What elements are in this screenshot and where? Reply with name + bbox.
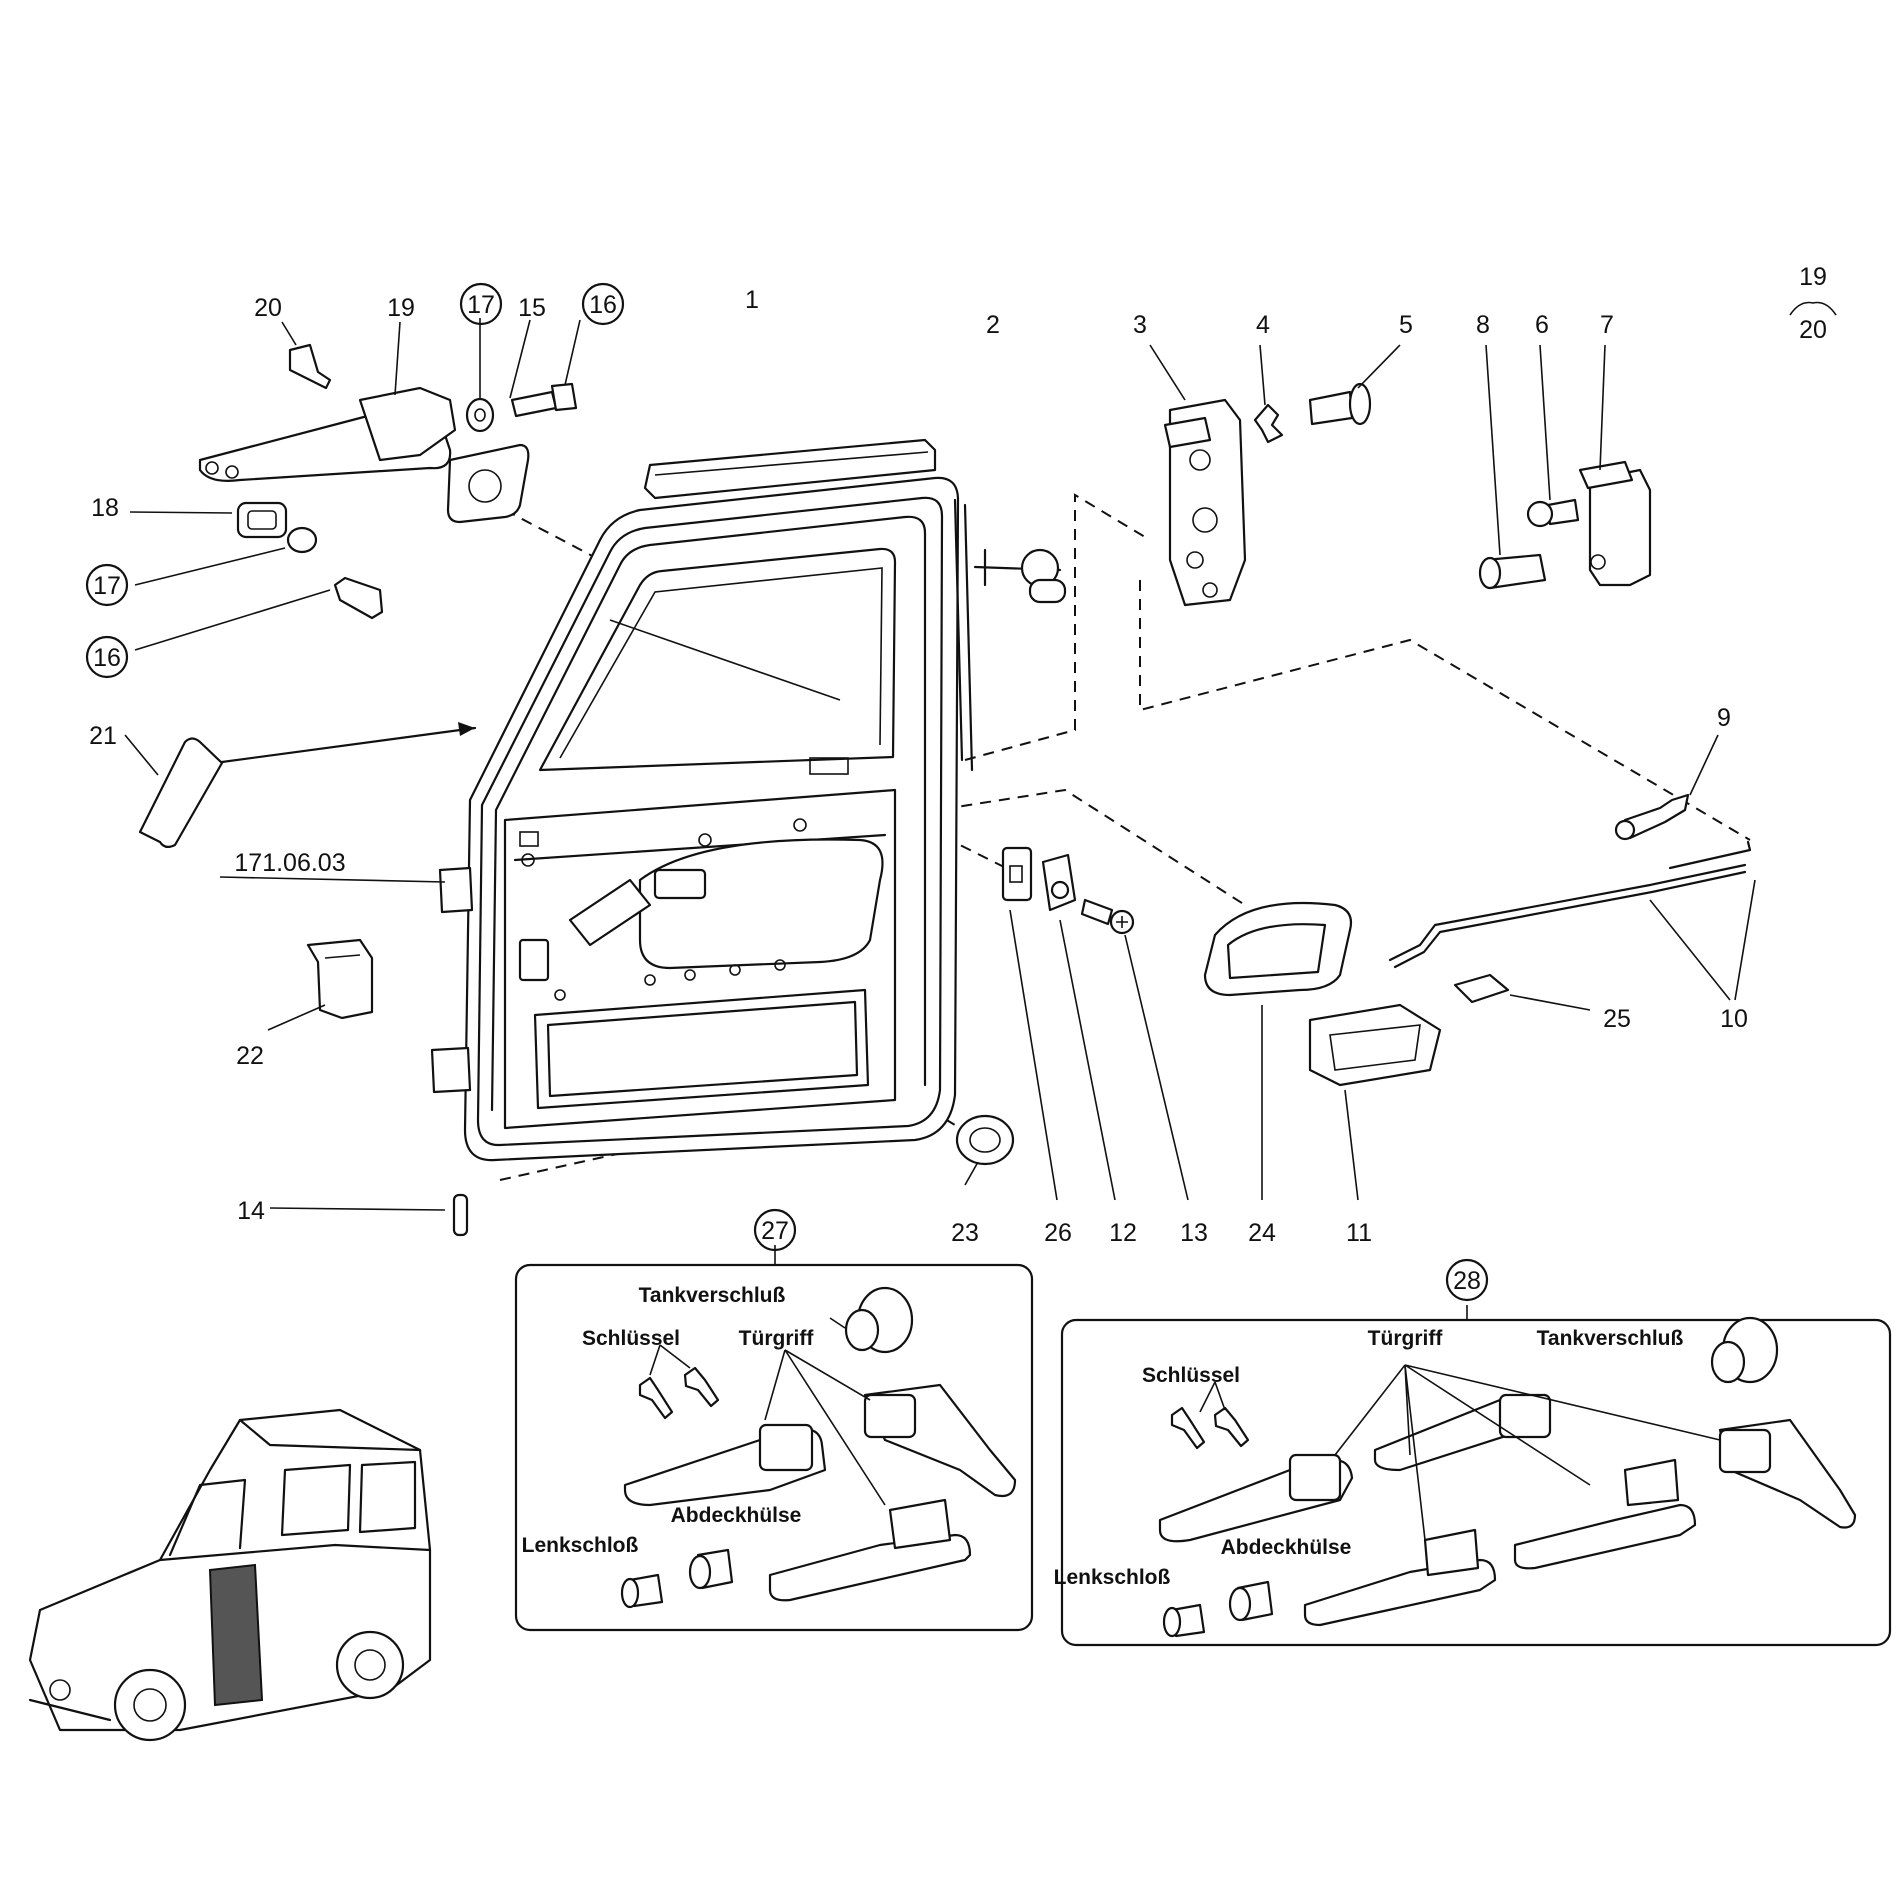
- misc-parts: [124, 722, 1015, 1237]
- door-moulding: [138, 737, 224, 849]
- callout-17-left: 17: [93, 572, 121, 600]
- front-door-highlight: [208, 1563, 264, 1707]
- outer-handle-group: [129, 318, 581, 651]
- handle-gasket: [446, 443, 530, 524]
- cover-plate: [1001, 846, 1033, 902]
- washer-icon: [465, 397, 495, 433]
- kit-labels: Tankverschluß Schlüssel Türgriff Lenksch…: [522, 1284, 1684, 1589]
- callout-16-top: 16: [589, 291, 617, 319]
- key-icon: [1213, 1406, 1250, 1448]
- kit27-key-label: Schlüssel: [582, 1327, 680, 1350]
- door-handle-icon: [768, 1533, 972, 1602]
- rod-clip: [1453, 973, 1510, 1004]
- callout-20: 20: [254, 294, 282, 322]
- callout-16-left: 16: [93, 644, 121, 672]
- kit-27-box: [514, 1245, 1034, 1632]
- callout-13: 13: [1180, 1219, 1208, 1247]
- callout-15: 15: [518, 294, 546, 322]
- lock-washer-icon: [1253, 403, 1284, 444]
- callout-24: 24: [1248, 1219, 1276, 1247]
- callout-labels: 1 2 3 4 5 6 7 8 9 10 11 12 13 14 15 16 1…: [89, 263, 1827, 1295]
- callout-19: 19: [387, 294, 415, 322]
- door-assembly: [430, 438, 1067, 1162]
- callout-17-top: 17: [467, 291, 495, 319]
- callout-ref-door: 171.06.03: [234, 849, 345, 877]
- callout-alt-bottom: 20: [1799, 316, 1827, 344]
- callout-25: 25: [1603, 1005, 1631, 1033]
- handle-seal: [236, 501, 288, 539]
- callout-7: 7: [1600, 311, 1614, 339]
- kit28-handle-label: Türgriff: [1368, 1327, 1444, 1350]
- callout-18: 18: [91, 494, 119, 522]
- handle-bezel: [1203, 901, 1353, 997]
- callout-9: 9: [1717, 704, 1731, 732]
- kit27-tank-label: Tankverschluß: [639, 1284, 786, 1307]
- vehicle-locator: [28, 1408, 432, 1742]
- callout-23: 23: [951, 1219, 979, 1247]
- kit28-tank-label: Tankverschluß: [1537, 1327, 1684, 1350]
- callout-3: 3: [1133, 311, 1147, 339]
- hinge-pin: [452, 1193, 469, 1237]
- key-icon: [288, 343, 332, 390]
- callout-2: 2: [986, 311, 1000, 339]
- callout-26: 26: [1044, 1219, 1072, 1247]
- callout-14: 14: [237, 1197, 265, 1225]
- latch-group: [1149, 344, 1652, 607]
- door-striker: [1588, 468, 1652, 587]
- callout-5: 5: [1399, 311, 1413, 339]
- trim-clip: [306, 938, 374, 1020]
- key-icon: [683, 1366, 720, 1408]
- door-handle-icon: [1513, 1503, 1697, 1570]
- callout-22: 22: [236, 1042, 264, 1070]
- kit27-lock-label: Lenkschloß: [522, 1534, 639, 1557]
- callout-27: 27: [761, 1217, 789, 1245]
- rod-end-clip: [1623, 793, 1690, 840]
- key-icon: [1170, 1406, 1206, 1450]
- screw-icon: [1308, 390, 1354, 426]
- callout-4: 4: [1256, 311, 1270, 339]
- bolt-icon: [510, 390, 558, 418]
- upper-hinge: [438, 866, 474, 914]
- panel-holes: [519, 757, 849, 1001]
- callout-21: 21: [89, 722, 117, 750]
- callout-6: 6: [1535, 311, 1549, 339]
- door-latch: [1168, 398, 1247, 607]
- interior-handle-group: [1001, 734, 1756, 1201]
- kit27-handle-label: Türgriff: [739, 1327, 815, 1350]
- callout-10: 10: [1720, 1005, 1748, 1033]
- callout-28: 28: [1453, 1267, 1481, 1295]
- kit27-sleeve-label: Abdeckhülse: [671, 1504, 802, 1527]
- key-icon: [638, 1376, 674, 1420]
- kit28-lock-label: Lenkschloß: [1054, 1566, 1171, 1589]
- lower-hinge: [430, 1046, 472, 1094]
- grommet: [955, 1114, 1015, 1166]
- callout-alt-top: 19: [1799, 263, 1827, 291]
- callout-12: 12: [1109, 1219, 1137, 1247]
- callout-1: 1: [745, 286, 759, 314]
- callout-11: 11: [1346, 1219, 1372, 1247]
- callout-8: 8: [1476, 311, 1490, 339]
- panel-screw: [1080, 898, 1114, 926]
- kit-28-box: [1060, 1305, 1892, 1647]
- door-handle-icon: [1303, 1558, 1497, 1627]
- kit28-sleeve-label: Abdeckhülse: [1221, 1536, 1352, 1559]
- interior-door-handle: [1308, 1003, 1442, 1087]
- interior-handle-recess: [653, 868, 707, 900]
- kit28-key-label: Schlüssel: [1142, 1364, 1240, 1387]
- alt-bracket: [1789, 301, 1837, 316]
- callout-circles: [85, 282, 1489, 1302]
